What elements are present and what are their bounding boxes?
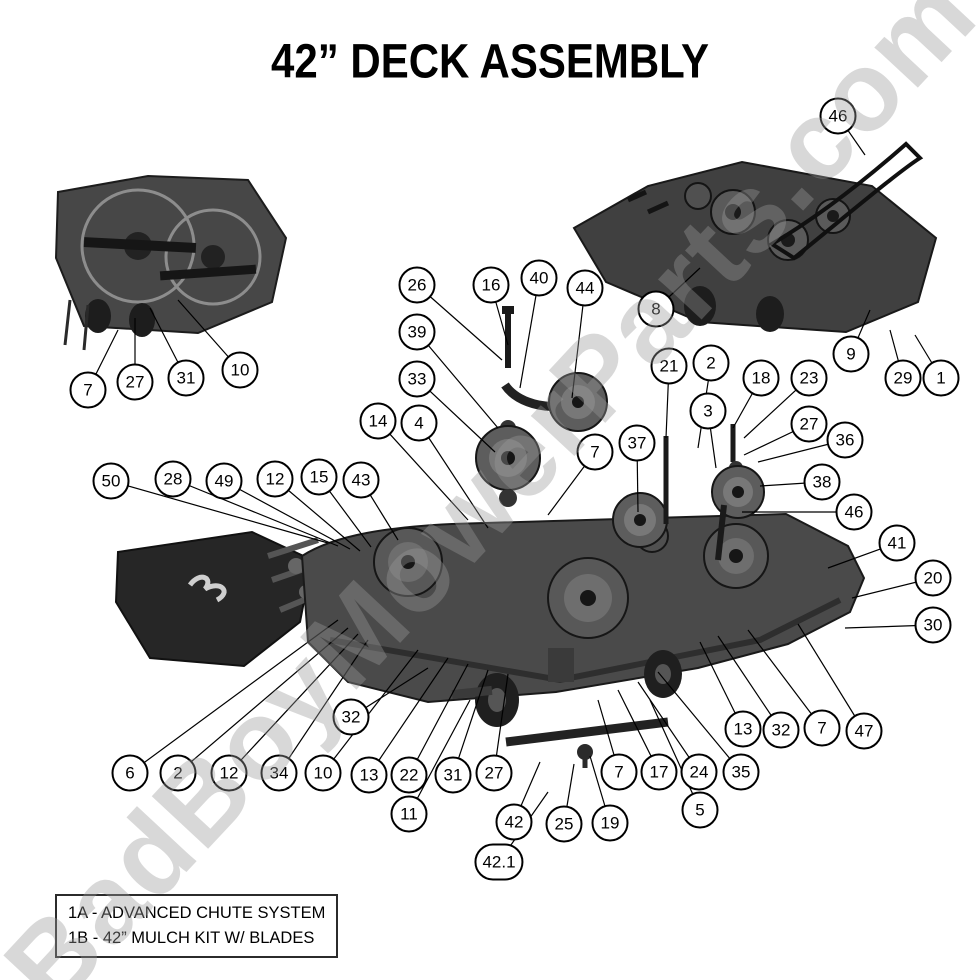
callout-44: 44 — [566, 269, 604, 307]
callout-10: 10 — [221, 351, 259, 389]
callout-31: 31 — [167, 359, 205, 397]
callout-7: 7 — [69, 371, 107, 409]
callout-36: 36 — [826, 421, 864, 459]
callout-37: 37 — [618, 424, 656, 462]
callout-50: 50 — [92, 462, 130, 500]
callout-19: 19 — [591, 804, 629, 842]
callout-27: 27 — [475, 754, 513, 792]
callout-25: 25 — [545, 805, 583, 843]
callout-32: 32 — [762, 711, 800, 749]
callout-2: 2 — [159, 754, 197, 792]
callout-46: 46 — [835, 493, 873, 531]
legend-line-1b: 1B - 42” MULCH KIT W/ BLADES — [68, 928, 315, 947]
callout-27: 27 — [790, 405, 828, 443]
legend-line-1a: 1A - ADVANCED CHUTE SYSTEM — [68, 904, 326, 922]
underside-parts — [451, 648, 669, 768]
callout-17: 17 — [640, 753, 678, 791]
callout-23: 23 — [790, 359, 828, 397]
callout-34: 34 — [260, 754, 298, 792]
callout-10: 10 — [304, 754, 342, 792]
callout-42.1: 42.1 — [474, 843, 524, 881]
callout-21: 21 — [650, 347, 688, 385]
assembled-deck-top-right — [572, 141, 938, 334]
callout-4: 4 — [400, 404, 438, 442]
inset-deck-cutaway — [54, 174, 288, 351]
callout-40: 40 — [520, 259, 558, 297]
callout-43: 43 — [342, 461, 380, 499]
callout-2: 2 — [692, 344, 730, 382]
callout-12: 12 — [210, 754, 248, 792]
main-deck — [114, 512, 866, 727]
drive-belt — [768, 141, 924, 261]
callout-39: 39 — [398, 313, 436, 351]
callout-38: 38 — [803, 463, 841, 501]
callout-7: 7 — [576, 433, 614, 471]
callout-1: 1 — [922, 359, 960, 397]
callout-6: 6 — [111, 754, 149, 792]
mower-blade — [505, 717, 669, 747]
callout-46: 46 — [819, 97, 857, 135]
callout-26: 26 — [398, 266, 436, 304]
legend-box: 1A - ADVANCED CHUTE SYSTEM 1B - 42” MULC… — [55, 894, 339, 958]
callout-33: 33 — [398, 360, 436, 398]
callout-7: 7 — [600, 753, 638, 791]
callout-32: 32 — [332, 698, 370, 736]
callout-49: 49 — [205, 462, 243, 500]
callout-11: 11 — [390, 795, 428, 833]
callout-9: 9 — [832, 335, 870, 373]
callout-28: 28 — [154, 460, 192, 498]
callout-30: 30 — [914, 606, 952, 644]
callout-7: 7 — [803, 709, 841, 747]
exploded-parts — [475, 306, 765, 561]
callout-41: 41 — [878, 524, 916, 562]
callout-16: 16 — [472, 266, 510, 304]
callout-12: 12 — [256, 460, 294, 498]
callout-18: 18 — [742, 359, 780, 397]
callout-47: 47 — [845, 712, 883, 750]
callout-42: 42 — [495, 803, 533, 841]
callout-24: 24 — [680, 753, 718, 791]
callout-8: 8 — [637, 290, 675, 328]
callout-3: 3 — [689, 392, 727, 430]
callout-5: 5 — [681, 791, 719, 829]
callout-15: 15 — [300, 458, 338, 496]
callout-27: 27 — [116, 363, 154, 401]
callout-20: 20 — [914, 559, 952, 597]
callout-13: 13 — [724, 710, 762, 748]
callout-22: 22 — [390, 756, 428, 794]
callout-14: 14 — [359, 402, 397, 440]
callout-13: 13 — [350, 756, 388, 794]
callout-35: 35 — [722, 753, 760, 791]
page-title: 42” DECK ASSEMBLY — [270, 34, 709, 89]
callout-29: 29 — [884, 359, 922, 397]
callout-31: 31 — [434, 756, 472, 794]
discharge-chute — [114, 530, 314, 668]
